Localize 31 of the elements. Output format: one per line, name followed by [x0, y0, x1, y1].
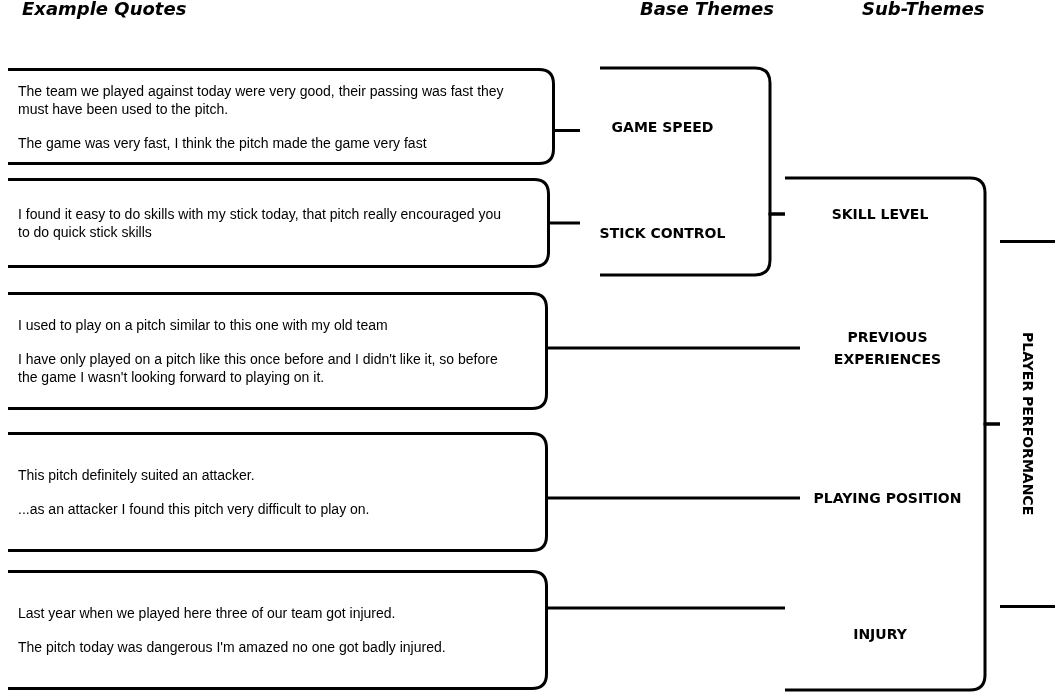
- quote-text: I found it easy to do skills with my stick today, that pitch really encouraged you to do quick stick skills: [18, 205, 502, 241]
- connector-line: [785, 422, 1000, 692]
- quote-text: The team we played against today were very good, their passing was fast they must have been used to the pitch.: [18, 81, 505, 118]
- theme-label: GAME SPEED: [580, 68, 745, 185]
- theme-label: STICK CONTROL: [580, 190, 745, 275]
- quote-bracket: [8, 178, 550, 268]
- theme-label: PLAYING POSITION: [800, 460, 975, 535]
- connector-line: [546, 346, 800, 350]
- quote-bracket: [8, 570, 548, 690]
- theme-label: SKILL LEVEL: [785, 178, 975, 250]
- quote-text: I have only played on a pitch like this once before and I didn't like it, so before the game I wasn't looking forward to playing on it.: [18, 350, 499, 386]
- quote-bracket: [8, 292, 548, 410]
- column-heading: Base Themes: [640, 0, 775, 19]
- connector-line: [546, 606, 785, 610]
- quote-text: ...as an attacker I found this pitch very difficult to play on.: [18, 500, 371, 518]
- connector-line: [553, 129, 580, 132]
- column-heading: Sub-Themes: [862, 0, 985, 19]
- connector-line: [548, 221, 580, 225]
- theme-label: INJURY: [785, 578, 975, 690]
- column-heading: Example Quotes: [22, 0, 187, 19]
- connector-line: [600, 212, 785, 277]
- quote-bracket: [8, 68, 555, 165]
- theme-label: PREVIOUS EXPERIENCES: [800, 310, 975, 385]
- quote-text: I used to play on a pitch similar to this one with my old team: [18, 316, 389, 334]
- quote-text: This pitch definitely suited an attacker.: [18, 466, 256, 484]
- quote-text: The game was very fast, I think the pitch made the game very fast: [18, 133, 428, 152]
- quote-text: Last year when we played here three of our team got injured.: [18, 604, 397, 622]
- theme-box: PLAYER PERFORMANCE: [1000, 240, 1055, 608]
- connector-line: [546, 496, 800, 500]
- quote-text: The pitch today was dangerous I'm amazed no one got badly injured.: [18, 638, 447, 656]
- quote-bracket: [8, 432, 548, 552]
